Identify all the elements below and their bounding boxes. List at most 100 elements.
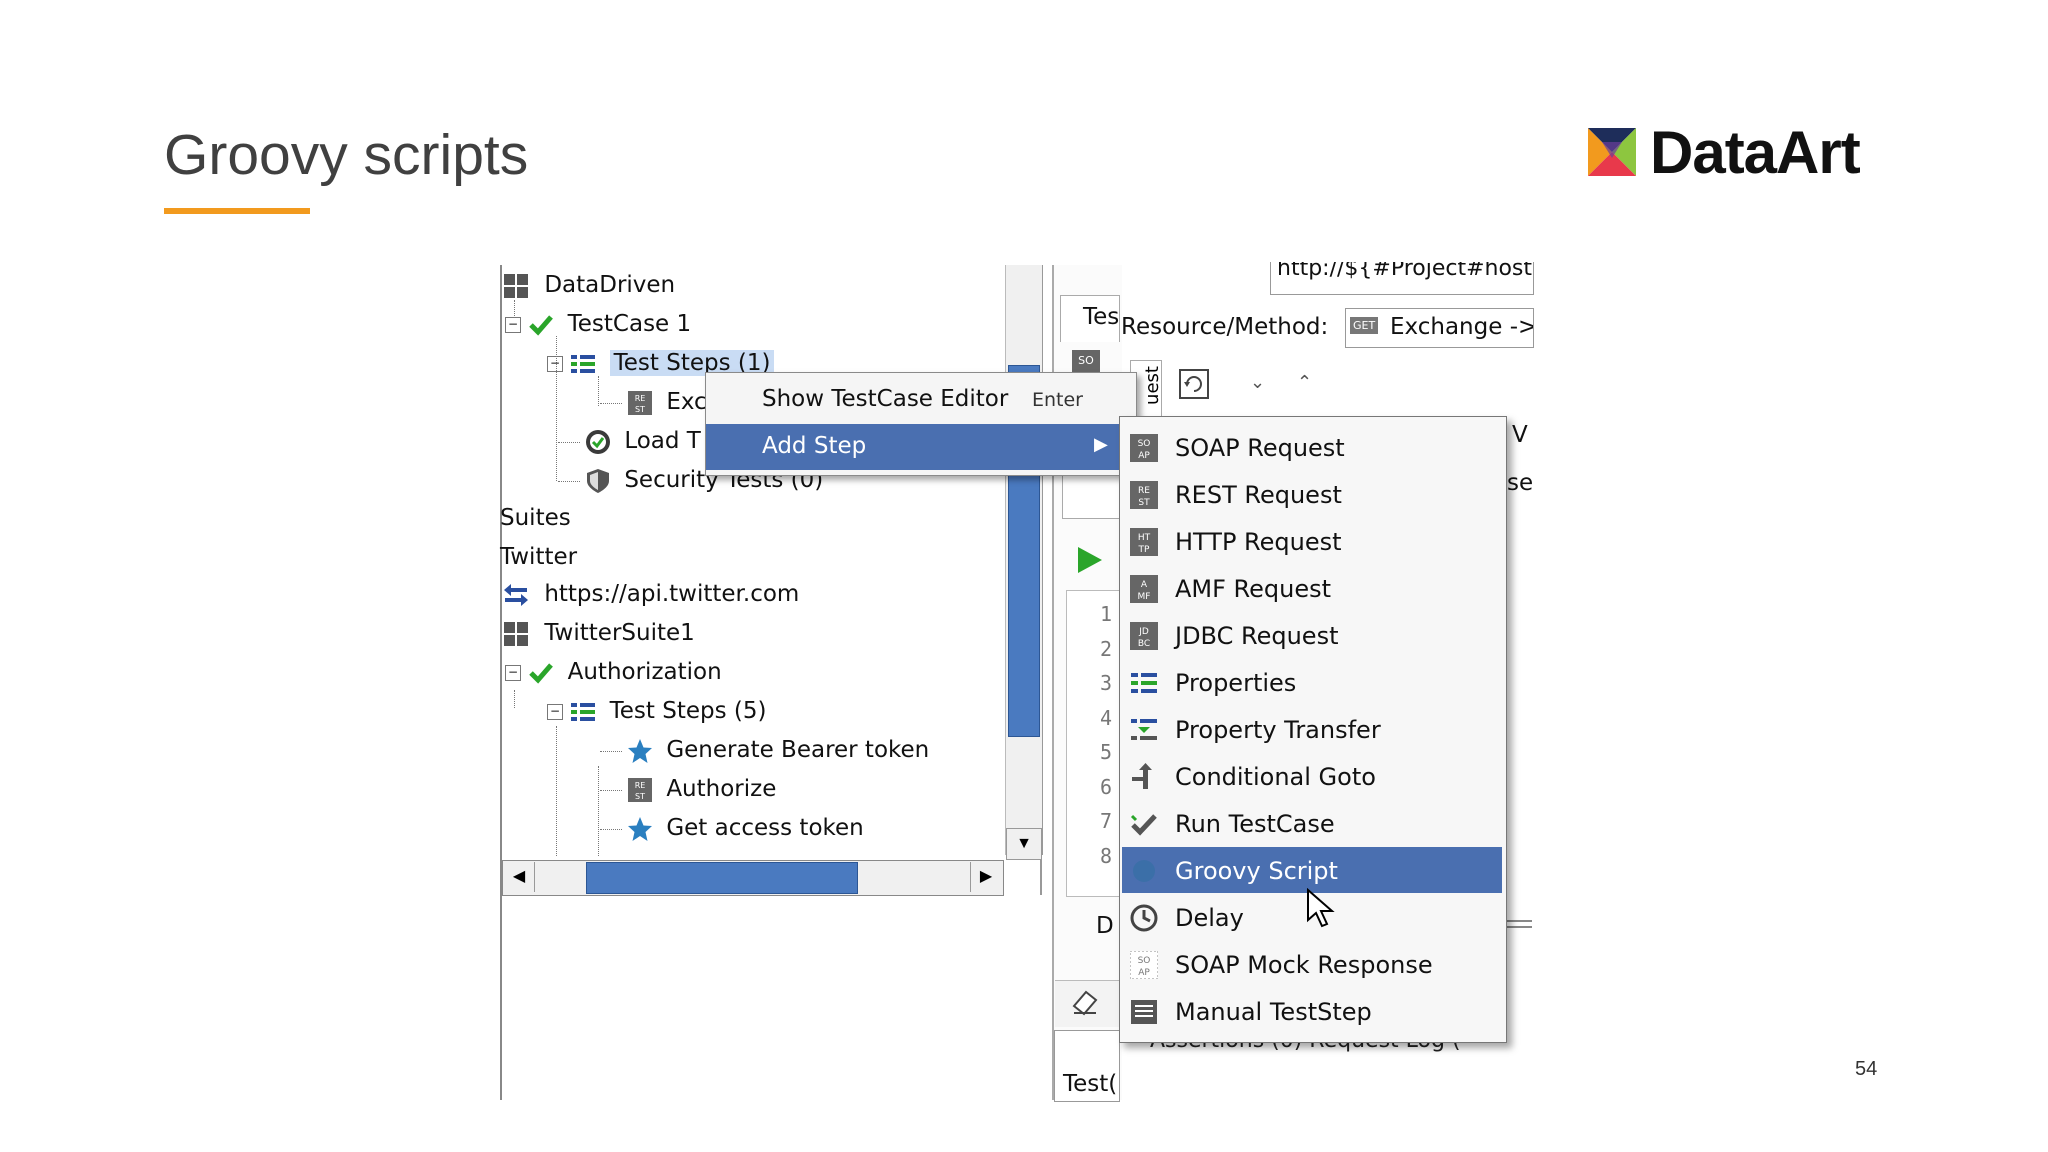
right-partial-text: V [1512, 422, 1528, 448]
logo-text: DataArt [1650, 119, 1861, 186]
submenu-item-manual-teststep[interactable]: Manual TestStep [1122, 988, 1502, 1034]
eraser-icon[interactable] [1070, 986, 1100, 1016]
star-icon [628, 816, 652, 841]
collapse-icon[interactable]: − [505, 316, 521, 333]
tree-connector [598, 766, 599, 856]
menu-item-add-step[interactable]: Add Step ▶ [706, 424, 1134, 470]
tree-item-test-steps[interactable]: − Test Steps (1) [547, 350, 775, 377]
collapse-icon[interactable]: − [505, 664, 521, 681]
tree-item-authorization[interactable]: − Authorization [505, 659, 722, 686]
submenu-item-groovy-script[interactable]: Groovy Script [1122, 847, 1502, 893]
tree-item-label: Load T [624, 428, 701, 454]
tree-item-label: Test Steps (5) [609, 698, 767, 724]
submenu-item-label: REST Request [1175, 481, 1342, 509]
editor-tab[interactable]: Tes [1060, 295, 1120, 342]
svg-text:A: A [1141, 580, 1148, 590]
svg-text:SO: SO [1138, 956, 1151, 966]
tree-item-twittersuite1[interactable]: TwitterSuite1 [503, 620, 695, 647]
tree-item-testcase1[interactable]: − TestCase 1 [505, 311, 691, 338]
svg-text:RE: RE [635, 781, 646, 790]
tree-item-label: Generate Bearer token [666, 737, 930, 763]
menu-item-shortcut: Enter [1032, 389, 1083, 411]
tree-item-label: Exc [666, 389, 707, 415]
tree-connector [514, 690, 515, 708]
goto-icon [1132, 763, 1152, 789]
chevron-up-icon[interactable]: ⌃ [1297, 372, 1313, 392]
submenu-item-property-transfer[interactable]: Property Transfer [1122, 706, 1502, 752]
editor-field[interactable] [1062, 475, 1120, 519]
method-value: Exchange -> [1390, 314, 1534, 340]
rest-icon: REST [1130, 481, 1158, 509]
tree-item-datadriven[interactable]: DataDriven [503, 272, 675, 299]
tree-connector [514, 300, 515, 318]
svg-text:MF: MF [1138, 592, 1151, 602]
menu-item-show-testcase-editor[interactable]: Show TestCase Editor Enter [706, 377, 1134, 423]
endpoint-field[interactable]: http://${#Project#host [1270, 262, 1534, 295]
soap-icon: SOAP [1130, 434, 1158, 462]
resource-method-label: Resource/Method: [1121, 314, 1329, 340]
submenu-item-run-testcase[interactable]: Run TestCase [1122, 800, 1502, 846]
check-icon [529, 662, 554, 684]
tree-item-twitter[interactable]: Twitter [500, 544, 577, 570]
tree-item-test-steps-5[interactable]: − Test Steps (5) [547, 698, 766, 725]
collapse-icon[interactable]: − [547, 355, 563, 372]
slide-title: Groovy scripts [164, 123, 529, 187]
line-number: 6 [1099, 774, 1112, 799]
scroll-down-arrow-icon[interactable]: ▼ [1006, 828, 1042, 860]
tree-item-generate-bearer-token[interactable]: Generate Bearer token [627, 737, 929, 764]
submenu-item-label: Delay [1175, 904, 1244, 932]
steps-icon [571, 702, 596, 721]
run-play-icon[interactable] [1076, 545, 1104, 575]
dataart-logo-icon [1588, 128, 1636, 176]
svg-text:TP: TP [1138, 545, 1150, 555]
line-number: 4 [1099, 705, 1112, 730]
steps-icon [571, 354, 596, 373]
chevron-down-icon[interactable]: ⌄ [1250, 372, 1266, 392]
line-number: 7 [1099, 809, 1112, 833]
submenu-item-delay[interactable]: Delay [1122, 894, 1502, 940]
scroll-left-arrow-icon[interactable]: ◀ [504, 862, 535, 892]
tree-item-load-tests[interactable]: Load T [585, 428, 701, 455]
tree-item-get-access-token[interactable]: Get access token [627, 815, 864, 842]
submenu-arrow-icon: ▶ [1094, 434, 1108, 455]
clock-icon [1130, 904, 1158, 932]
svg-text:ST: ST [1138, 498, 1150, 508]
manual-icon [1131, 1000, 1157, 1024]
tree-item-label: Twitter [500, 544, 578, 570]
get-method-badge: GET [1350, 317, 1379, 334]
submenu-item-label: SOAP Mock Response [1175, 951, 1433, 979]
right-partial-panel: V [1505, 418, 1533, 456]
refresh-icon[interactable] [1178, 368, 1210, 400]
editor-tab-label: Tes [1083, 304, 1120, 330]
bottom-tab-area[interactable]: Test( [1054, 1030, 1120, 1102]
submenu-item-conditional-goto[interactable]: Conditional Goto [1122, 753, 1502, 799]
rest-icon: REST [628, 777, 652, 802]
jdbc-icon: JDBC [1130, 622, 1158, 650]
star-icon [628, 738, 652, 763]
resource-method-field[interactable]: GET Exchange -> [1345, 308, 1534, 348]
line-number: 5 [1099, 740, 1112, 764]
collapse-icon[interactable]: − [547, 703, 563, 720]
submenu-item-label: HTTP Request [1175, 528, 1342, 556]
tree-item-label: Authorize [666, 776, 777, 802]
rest-icon: REST [628, 390, 652, 415]
tree-connector [600, 790, 622, 791]
tree-item-api-twitter[interactable]: https://api.twitter.com [503, 581, 799, 608]
scroll-right-arrow-icon[interactable]: ▶ [970, 862, 1001, 892]
tree-horizontal-scroll-thumb[interactable] [586, 862, 858, 894]
svg-text:ST: ST [635, 405, 645, 414]
tree-item-suites[interactable]: Suites [500, 505, 571, 531]
submenu-item-properties[interactable]: Properties [1122, 659, 1502, 705]
tree-item-label: Test Steps (1) [609, 350, 775, 376]
mock-icon: SOAP [1130, 951, 1158, 979]
tree-connector [556, 336, 557, 481]
properties-icon [1131, 673, 1157, 693]
